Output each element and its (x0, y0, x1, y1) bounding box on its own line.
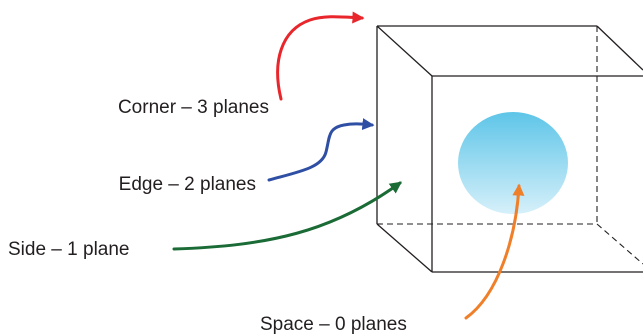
edge-arrow (267, 118, 375, 182)
edge-label: Edge – 2 planes (119, 174, 256, 195)
space-label: Space – 0 planes (260, 314, 407, 335)
cube (376, 25, 643, 273)
sphere (458, 112, 568, 214)
corner-label: Corner – 3 planes (118, 97, 269, 118)
side-arrow (172, 181, 402, 251)
space-arrow (464, 183, 525, 320)
side-label: Side – 1 plane (8, 239, 130, 260)
cube-edge-bottom-left-diagonal (376, 223, 433, 273)
cube-hidden-edge-diagonal (596, 223, 643, 265)
cube-edge-top-left-diagonal (376, 25, 433, 77)
corner-arrow (276, 11, 365, 101)
cube-edge-top-right-diagonal (596, 25, 643, 71)
